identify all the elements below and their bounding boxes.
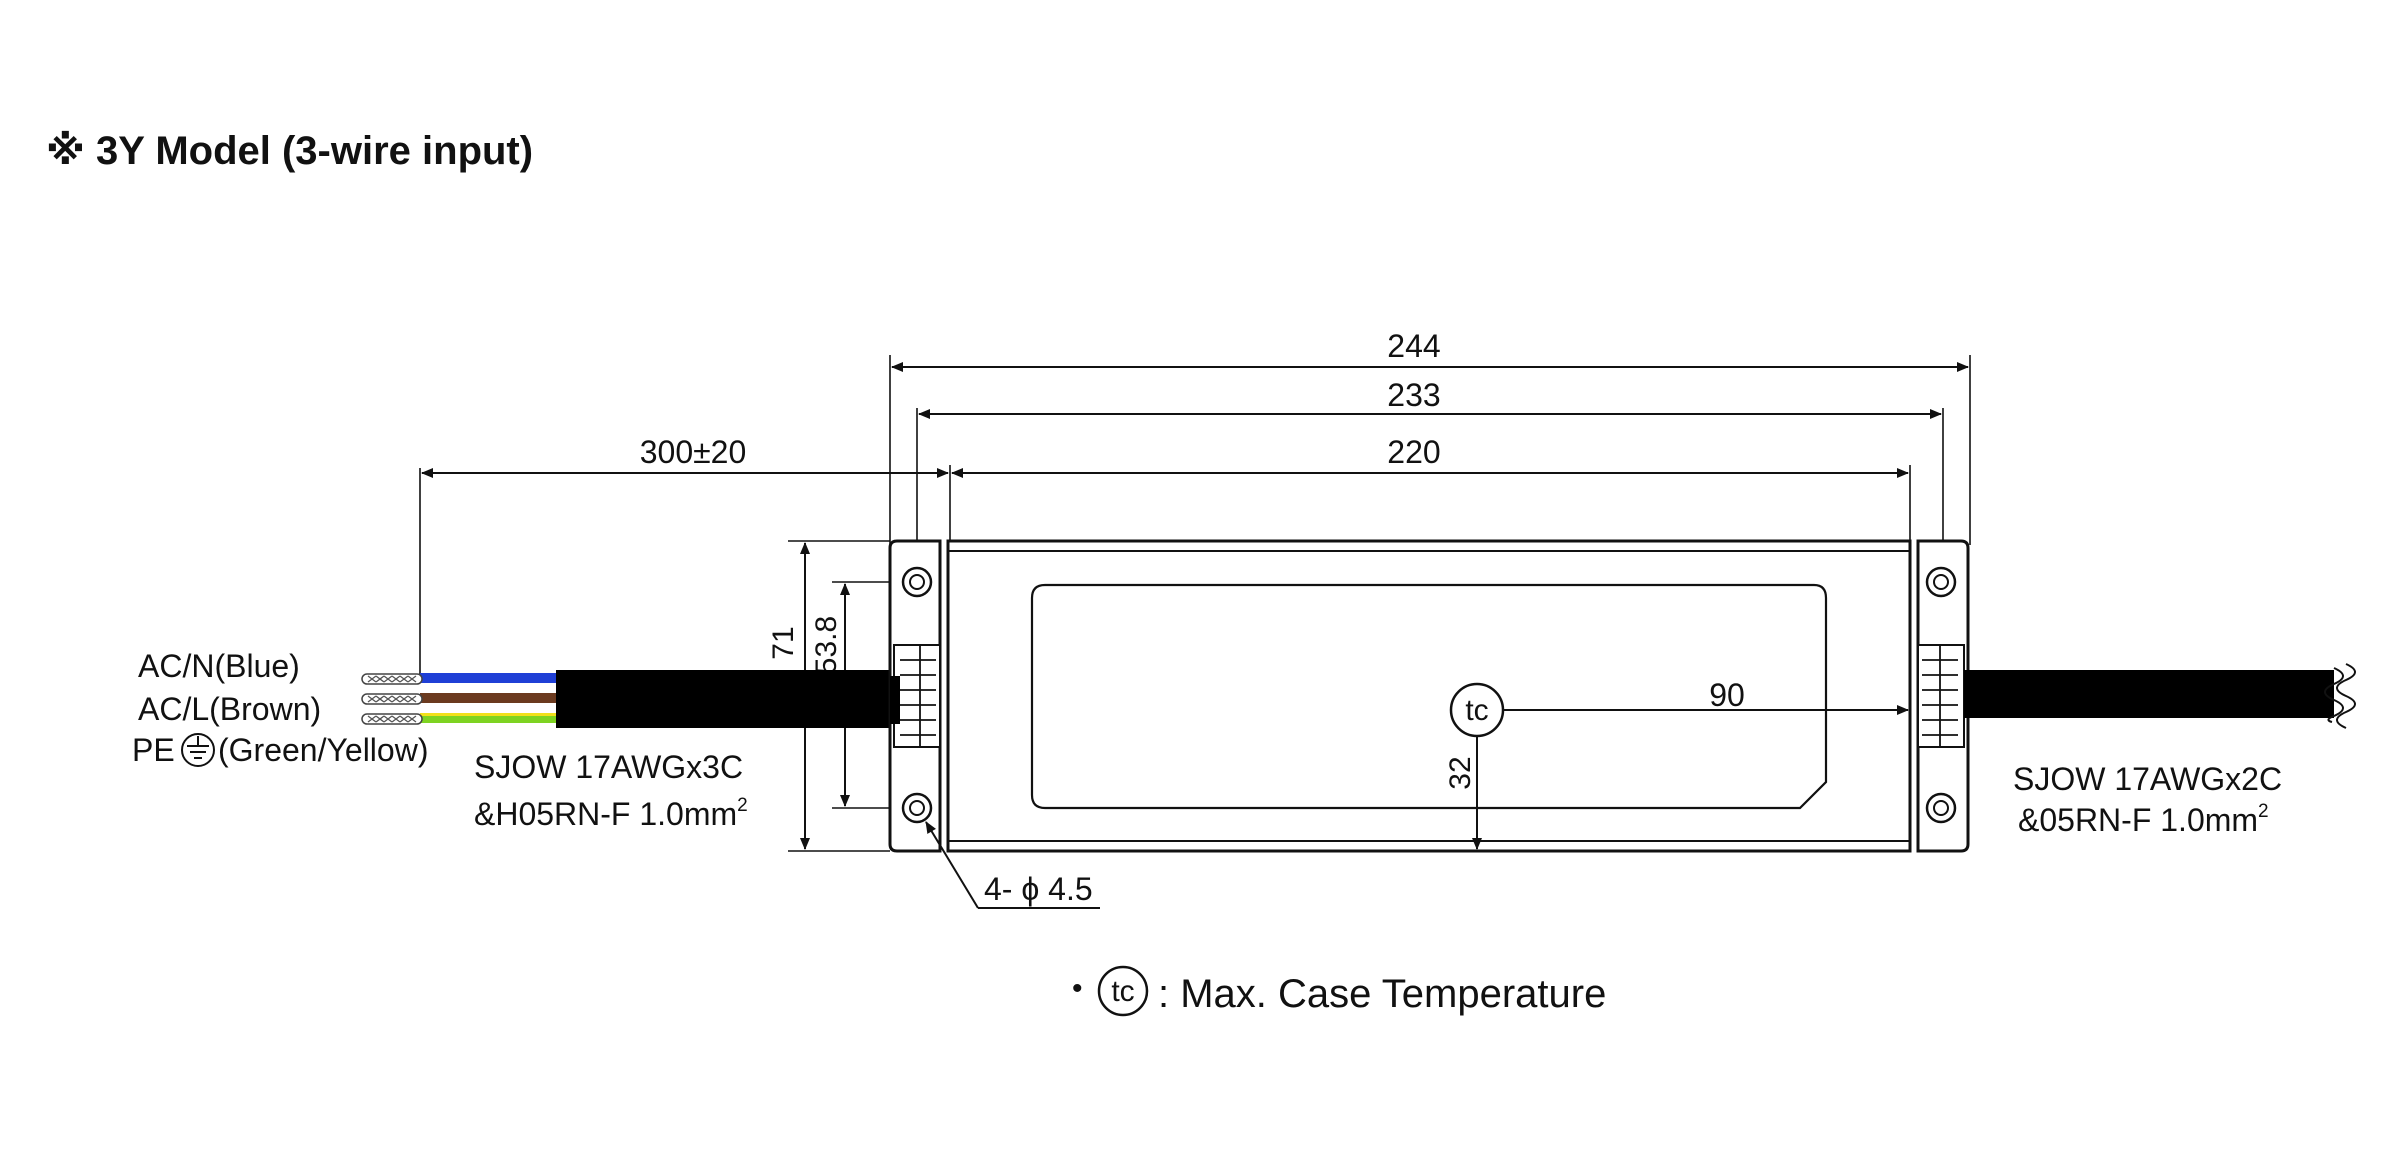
mounting-hole-bottom-right	[1925, 792, 1957, 824]
left-flange	[888, 539, 942, 853]
wire-label-pe-color: (Green/Yellow)	[218, 732, 428, 768]
right-flange	[1916, 539, 1970, 853]
dimension-tc-x: 90	[1503, 677, 1909, 715]
output-cable-spec-superscript: 2	[2258, 801, 2269, 822]
legend-tc-symbol: tc	[1111, 975, 1134, 1008]
width-label: 71	[767, 626, 800, 659]
wire-label-line: AC/L(Brown)	[138, 691, 321, 727]
tc-symbol: tc	[1465, 694, 1488, 727]
input-wire-blue	[420, 673, 560, 683]
wire-label-pe: PE	[132, 732, 175, 768]
ground-icon	[181, 733, 215, 767]
hole-pitch-label: 233	[1387, 377, 1440, 413]
input-cable-length-label: 300±20	[640, 434, 747, 470]
stripped-wire-ends	[361, 673, 423, 725]
case-body	[946, 539, 1912, 853]
dimension-case-length: 220	[949, 434, 1911, 545]
tc-y-label: 32	[1444, 756, 1477, 789]
input-cable-spec-line1: SJOW 17AWGx3C	[474, 749, 743, 785]
label-area	[1030, 583, 1828, 810]
hole-spacing-label: 53.8	[810, 616, 843, 674]
tc-point: tc	[1449, 682, 1505, 738]
wire-label-neutral: AC/N(Blue)	[138, 648, 300, 684]
mounting-hole-callout: 4- ϕ 4.5	[925, 821, 1100, 909]
dimension-overall-length: 244	[889, 328, 1971, 545]
input-cable	[556, 670, 894, 728]
output-cable-spec-line1: SJOW 17AWGx2C	[2013, 761, 2282, 797]
input-wires	[361, 673, 560, 725]
mounting-hole-top-left	[901, 566, 933, 598]
mounting-hole-label: 4- ϕ 4.5	[984, 871, 1093, 907]
mounting-hole-bottom-left	[901, 792, 933, 824]
mounting-hole-top-right	[1925, 566, 1957, 598]
input-cable-spec-line2: &H05RN-F 1.0mm2	[474, 795, 748, 832]
input-cable-spec-superscript: 2	[737, 795, 748, 816]
page-title: ※ 3Y Model (3-wire input)	[46, 129, 533, 173]
legend-text: : Max. Case Temperature	[1158, 972, 1606, 1016]
legend-tc-icon	[1097, 965, 1149, 1017]
dimension-hole-pitch: 233	[916, 377, 1944, 555]
case-length-label: 220	[1387, 434, 1440, 470]
input-wire-green-yellow	[420, 713, 560, 723]
dimension-tc-y: 32	[1444, 736, 1482, 850]
dimension-input-cable-length: 300±20	[419, 434, 949, 678]
input-wire-brown	[420, 693, 560, 703]
overall-length-label: 244	[1387, 328, 1440, 364]
dimension-hole-spacing: 53.8	[810, 581, 905, 809]
tc-x-label: 90	[1709, 677, 1745, 713]
legend: • tc : Max. Case Temperature	[1072, 965, 1606, 1017]
legend-bullet: •	[1072, 972, 1083, 1005]
output-cable-spec-line2: &05RN-F 1.0mm2	[2018, 801, 2269, 838]
output-cable	[1964, 663, 2356, 729]
